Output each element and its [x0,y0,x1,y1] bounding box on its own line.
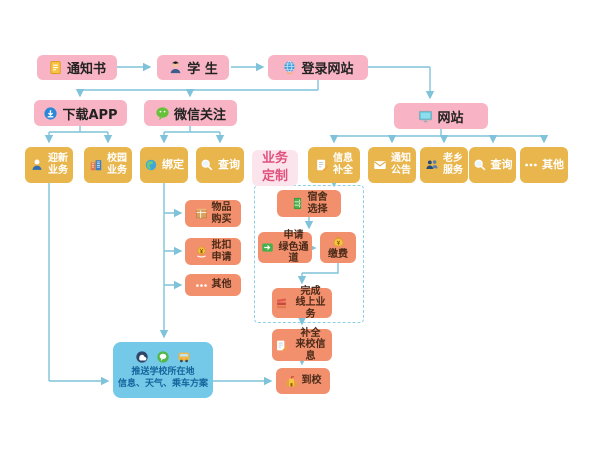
node-campus-service: 校园 业务 [84,147,132,183]
weather-icon [136,351,148,363]
people-icon [426,160,438,169]
node-finish-online: 完成 线上业务 [272,285,332,320]
node-info-complete: 信息 补全 [308,147,360,183]
node-wechat-follow-label: 微信关注 [173,107,226,123]
app-download-icon [44,106,58,120]
node-query-wechat: 查询 [196,147,244,183]
magnifier-icon [201,159,213,171]
cabinet-icon [293,197,301,210]
node-green-channel-label: 申请 绿色通道 [278,230,309,265]
student-icon [170,61,181,74]
chat-icon [157,351,169,363]
node-other-business-label: 其他 [211,279,232,291]
node-finish-online-label: 完成 线上业务 [295,285,326,320]
push-info-icons [135,350,191,364]
school-icon [285,375,297,386]
bus-icon [178,352,190,363]
node-pay-label: 缴费 [328,248,348,260]
node-query-wechat-label: 查询 [218,158,240,172]
node-notice-label: 通知书 [66,62,106,77]
node-download-app-label: 下载APP [62,107,118,123]
node-item-purchase-label: 物品 购买 [211,202,232,225]
node-campus-service-label: 校园 业务 [107,153,127,176]
node-item-purchase: 物品 购买 [185,200,241,227]
node-wechat-follow: 微信关注 [144,100,237,126]
node-arrive-school-label: 到校 [301,375,322,387]
moneybag-icon [333,236,343,247]
mail-icon [374,161,386,169]
node-other-web: 其他 [520,147,568,183]
globe-icon [284,61,296,75]
monitor-icon [419,110,433,122]
green-channel-icon [262,243,273,252]
node-arrival-info-label: 补全 来校信息 [295,327,326,362]
node-batch-deduct-label: 批扣 申请 [211,240,232,263]
node-push-local-info: 推送学校所在地 信息、天气、乘车方案 [113,342,213,398]
node-info-complete-label: 信息 补全 [333,153,353,176]
business-custom-label-text: 业务 定制 [261,151,288,184]
node-welcome-service-label: 迎新 业务 [48,153,68,176]
node-batch-deduct: 批扣 申请 [185,238,241,265]
document-icon [50,60,61,75]
node-website: 网站 [394,103,488,129]
node-bind-label: 绑定 [162,158,184,172]
node-arrive-school: 到校 [276,368,330,394]
node-dorm-select-label: 宿舍 选择 [307,192,328,215]
node-arrival-info: 补全 来校信息 [272,327,332,362]
node-other-web-label: 其他 [542,158,564,172]
node-welcome-service: 迎新 业务 [25,147,73,183]
node-other-business: 其他 [185,274,241,296]
node-bind: 绑定 [140,147,188,183]
node-login-website: 登录网站 [268,55,368,80]
campus-building-icon [90,160,102,171]
node-query-web-label: 查询 [490,158,513,172]
form-pencil-icon [317,159,329,172]
magnifier-icon [474,159,485,171]
business-custom-dashed-group [254,185,364,323]
earth-icon [145,159,157,171]
node-dorm-select: 宿舍 选择 [277,190,341,217]
coins-icon [196,246,206,258]
node-website-label: 网站 [437,110,464,126]
parcel-icon [195,208,207,219]
node-student: 学 生 [157,55,229,80]
form-pencil-icon [277,340,288,352]
node-push-local-info-label: 推送学校所在地 信息、天气、乘车方案 [117,366,208,389]
node-login-website-label: 登录网站 [301,62,354,77]
dots-icon [525,163,537,167]
business-custom-label: 业务 定制 [252,150,298,186]
node-download-app: 下载APP [34,100,127,126]
node-hometown-service: 老乡 服务 [420,147,468,183]
node-notice-announce: 通知 公告 [368,147,416,183]
node-pay: 缴费 [320,232,356,263]
node-green-channel: 申请 绿色通道 [258,230,312,265]
node-student-label: 学 生 [187,62,218,77]
node-notice-announce-label: 通知 公告 [391,153,411,176]
person-icon [32,159,42,170]
wechat-icon [156,106,169,120]
node-hometown-service-label: 老乡 服务 [443,153,463,176]
node-notice: 通知书 [37,55,117,80]
red-book-icon [276,298,287,308]
dots-icon [195,283,207,287]
node-query-web: 查询 [469,147,516,183]
